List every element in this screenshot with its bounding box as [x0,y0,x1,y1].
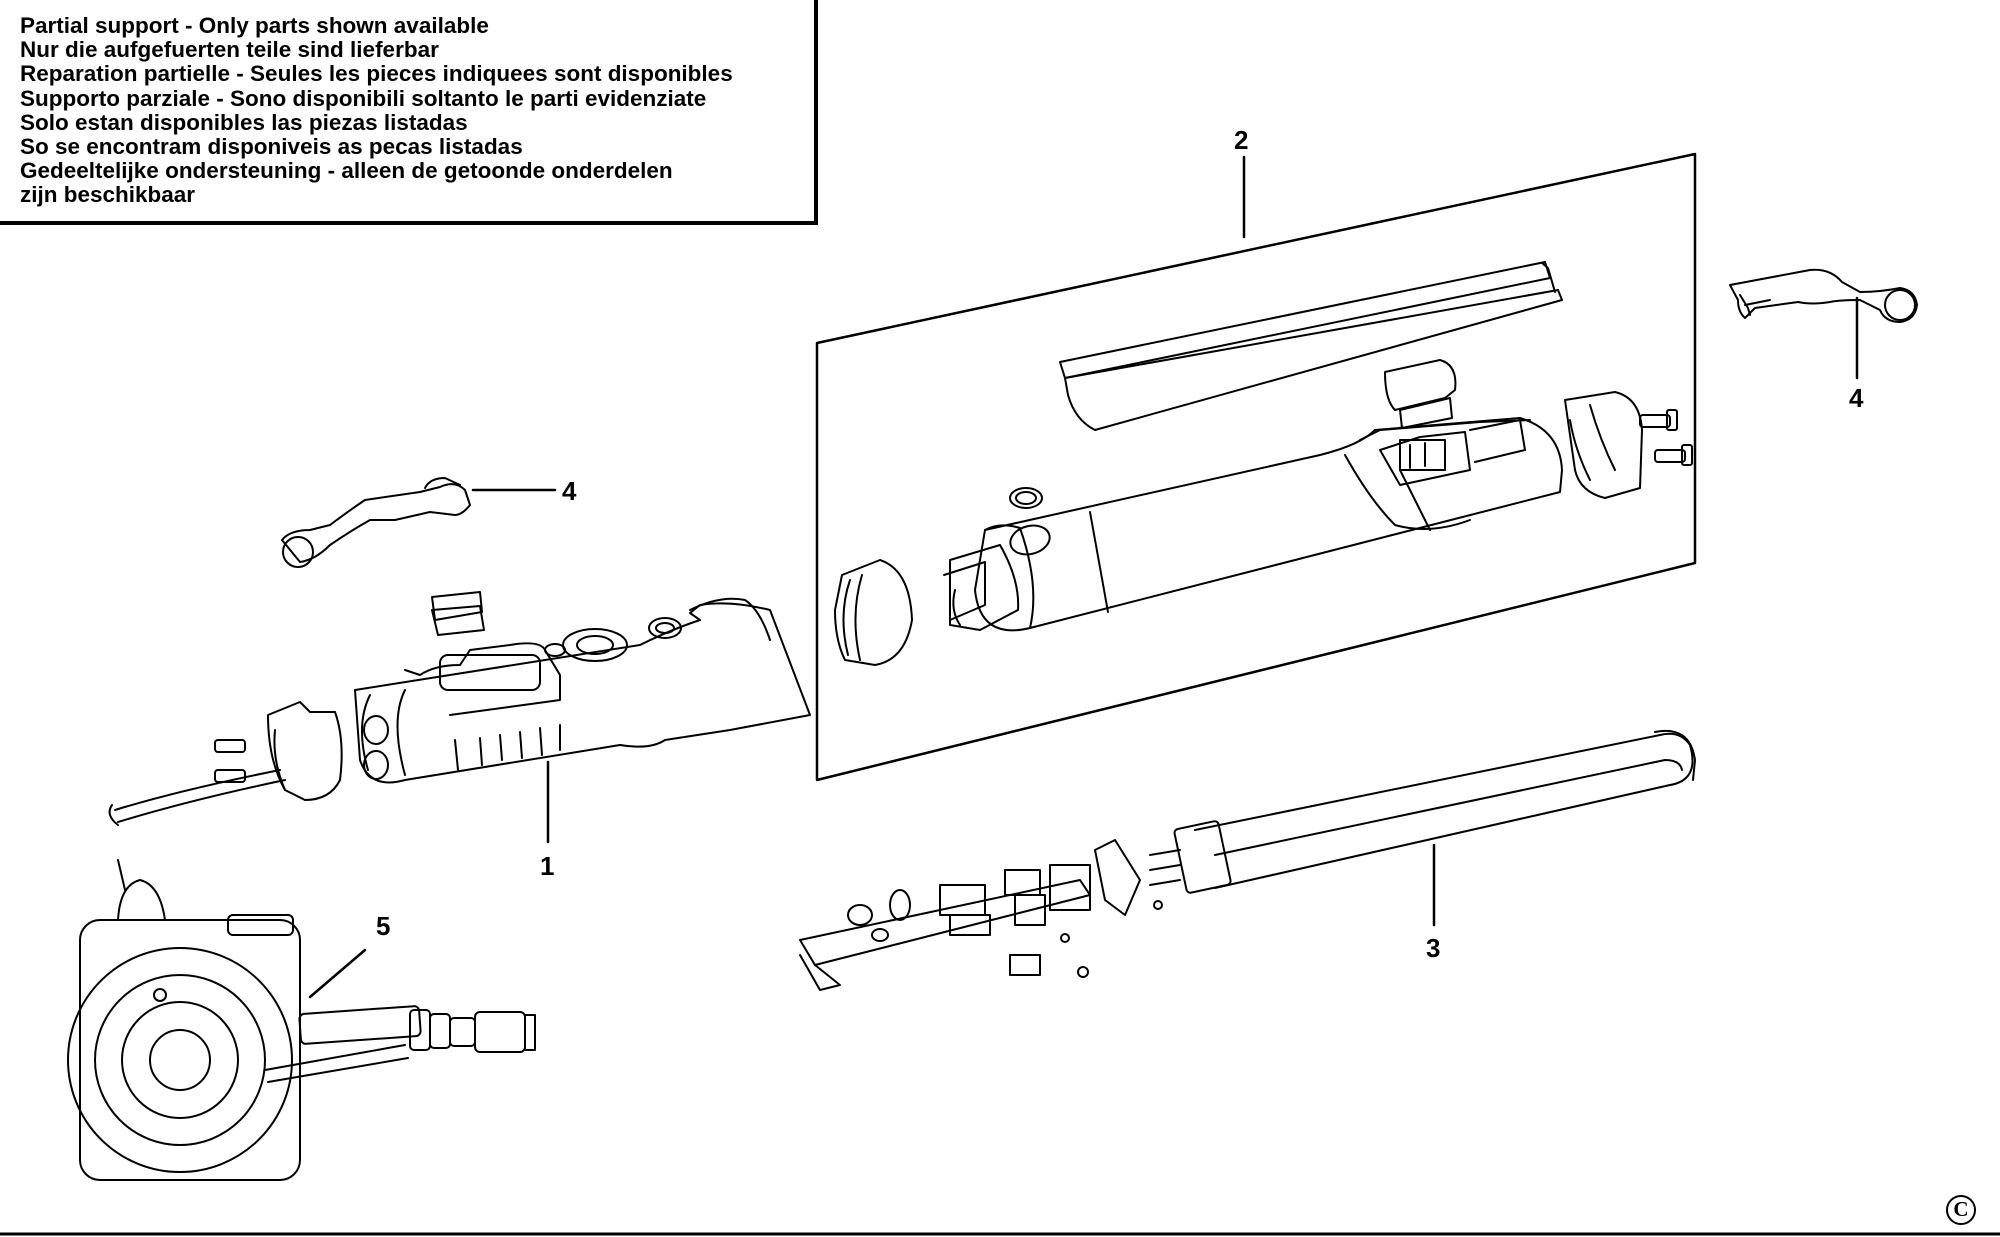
notice-line-it: Supporto parziale - Sono disponibili sol… [20,85,707,111]
part-4-hook-left [281,477,471,568]
callout-4-left: 4 [562,476,577,506]
part-4-hook-right [1729,268,1918,323]
callout-3: 3 [1426,933,1441,963]
callout-5: 5 [376,911,391,941]
right-end-cap [1564,391,1643,499]
notice-line-fr: Reparation partielle - Seules les pieces… [20,61,733,87]
copyright-mark: C [1946,1195,1976,1225]
notice-line-es: Solo estan disponibles las piezas listad… [20,109,468,135]
leader-5 [308,948,367,999]
diffuser-cover [1059,261,1563,431]
main-housing [974,417,1563,632]
end-plug [943,544,1020,631]
switch-button [1384,359,1457,429]
callout-1: 1 [540,851,555,881]
partial-support-notice: Partial support - Only parts shown avail… [0,0,818,225]
notice-line-nl: Gedeeltelijke ondersteuning - alleen de … [20,158,673,184]
part-1-body [108,591,811,826]
notice-line-de: Nur die aufgefuerten teile sind lieferba… [20,37,439,63]
notice-line-nl-2: zijn beschikbaar [20,182,196,208]
callout-4-right: 4 [1849,383,1864,413]
part-3-lamp-tube [799,729,1696,991]
housing-screws [1639,409,1693,466]
end-socket [834,559,913,666]
notice-line-en: Partial support - Only parts shown avail… [20,13,489,38]
part-5-cable-reel [67,859,536,1181]
notice-line-pt: So se encontram disponiveis as pecas lis… [20,134,523,160]
part-2-panel [815,152,1697,782]
callout-2: 2 [1234,125,1249,155]
